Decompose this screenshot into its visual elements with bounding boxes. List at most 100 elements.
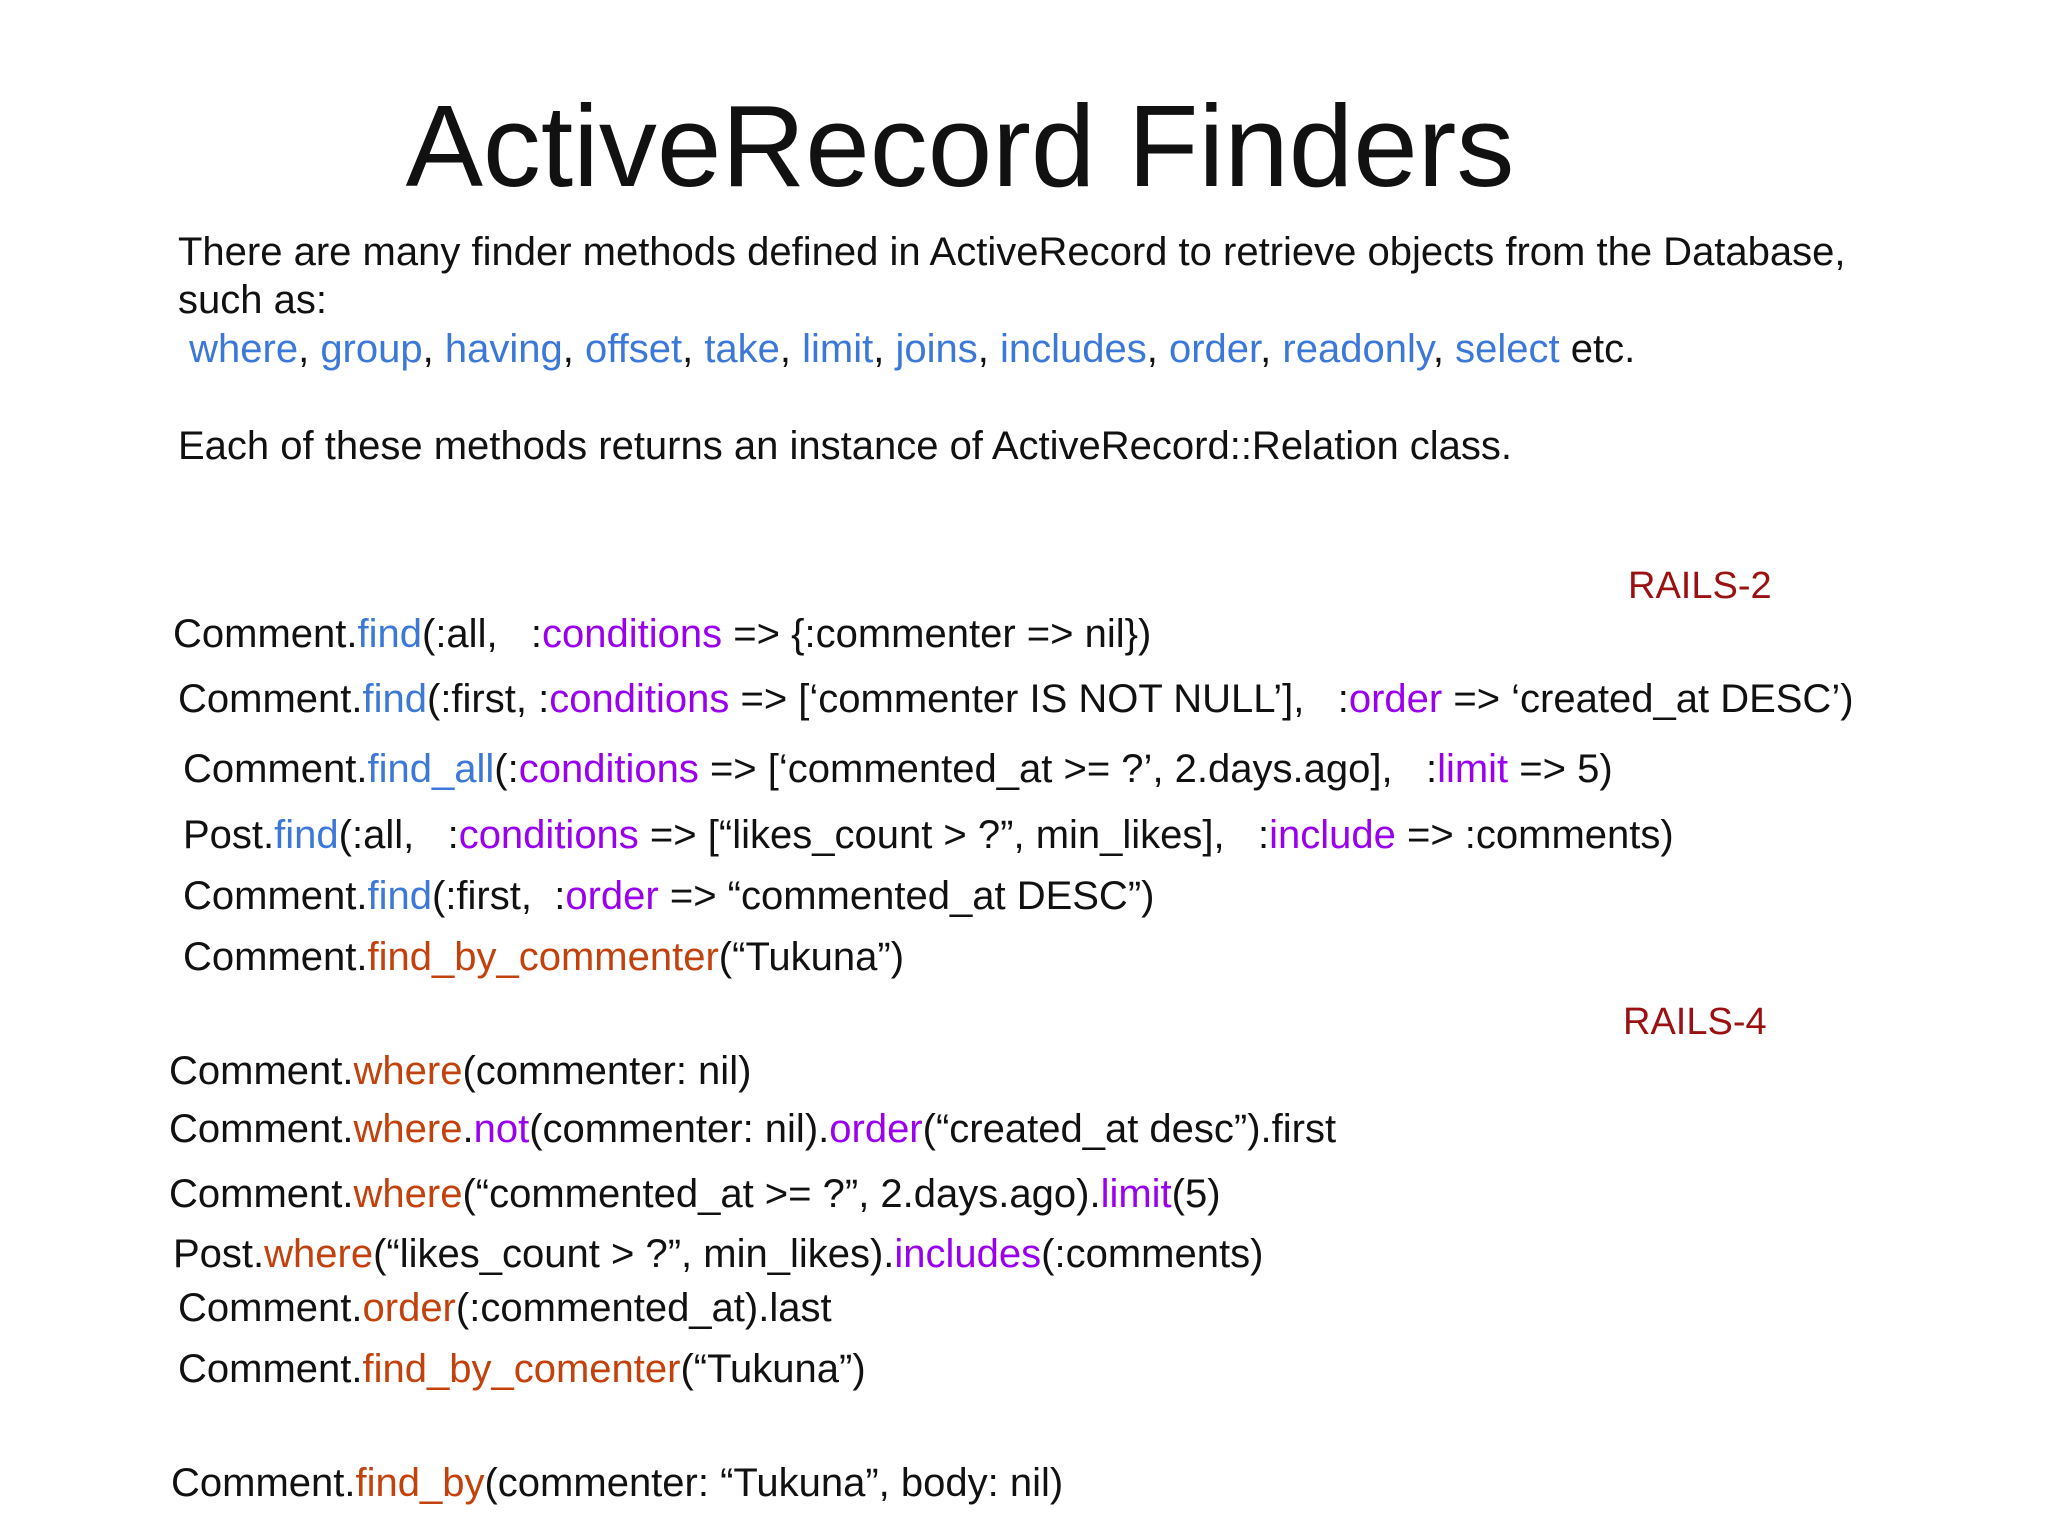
code-text: (:first, : xyxy=(432,874,566,918)
finder-method-list: where, group, having, offset, take, limi… xyxy=(178,325,1635,373)
code-text: (“Tukuna”) xyxy=(680,1347,866,1391)
code-keyword: order xyxy=(1168,327,1261,371)
intro-line-1: There are many finder methods defined in… xyxy=(178,230,1846,274)
rails4-code-line-2: Comment.where.not(commenter: nil).order(… xyxy=(169,1105,1336,1153)
code-keyword: take xyxy=(704,327,780,371)
code-text: , xyxy=(1146,327,1169,371)
code-keyword: where xyxy=(353,1107,463,1151)
code-text: Post. xyxy=(183,813,275,857)
code-text: etc. xyxy=(1559,327,1636,371)
code-keyword: find_by_commenter xyxy=(367,935,719,979)
rails4-code-line-7: Comment.find_by(commenter: “Tukuna”, bod… xyxy=(171,1459,1063,1507)
code-text: Comment. xyxy=(173,612,358,656)
code-text: Comment. xyxy=(169,1172,354,1216)
rails2-code-line-6: Comment.find_by_commenter(“Tukuna”) xyxy=(183,933,904,981)
code-keyword: conditions xyxy=(458,813,639,857)
code-keyword: joins xyxy=(895,327,978,371)
code-text: => [‘commenter IS NOT NULL’], : xyxy=(729,677,1349,721)
code-text: => :comments) xyxy=(1395,813,1674,857)
rails4-code-line-3: Comment.where(“commented_at >= ?”, 2.day… xyxy=(169,1170,1221,1218)
code-text: => “commented_at DESC”) xyxy=(658,874,1155,918)
code-text: (:commented_at).last xyxy=(455,1286,832,1330)
code-text: => [‘commented_at >= ?’, 2.days.ago], : xyxy=(698,747,1438,791)
code-text: => {:commenter => nil}) xyxy=(722,612,1152,656)
code-text: (: xyxy=(494,747,519,791)
code-text: (commenter: “Tukuna”, body: nil) xyxy=(484,1461,1064,1505)
code-keyword: select xyxy=(1455,327,1560,371)
code-text: , xyxy=(1432,327,1456,371)
intro-line-2: such as: xyxy=(178,278,327,322)
rails2-code-line-3: Comment.find_all(:conditions => [‘commen… xyxy=(183,745,1613,793)
code-keyword: conditions xyxy=(549,677,730,721)
code-text: (5) xyxy=(1171,1172,1221,1216)
code-keyword: find xyxy=(274,813,339,857)
code-text: (“commented_at >= ?”, 2.days.ago). xyxy=(462,1172,1101,1216)
code-text: , xyxy=(562,327,585,371)
code-text: , xyxy=(682,327,705,371)
code-keyword: include xyxy=(1269,813,1396,857)
code-text: Comment. xyxy=(183,935,368,979)
code-keyword: readonly xyxy=(1282,327,1433,371)
code-text: , xyxy=(779,327,803,371)
code-text: => [“likes_count > ?”, min_likes], : xyxy=(638,813,1270,857)
code-text: Comment. xyxy=(169,1049,354,1093)
code-keyword: order xyxy=(829,1107,923,1151)
code-keyword: find xyxy=(357,612,423,656)
code-keyword: limit xyxy=(1100,1172,1172,1216)
code-keyword: where xyxy=(264,1232,374,1276)
code-text: , xyxy=(422,327,445,371)
rails4-code-line-4: Post.where(“likes_count > ?”, min_likes)… xyxy=(173,1230,1263,1278)
code-keyword: find_all xyxy=(367,747,495,791)
code-text: . xyxy=(462,1107,474,1151)
code-keyword: not xyxy=(473,1107,530,1151)
code-keyword: where xyxy=(189,327,299,371)
code-text: , xyxy=(873,327,896,371)
code-text: Comment. xyxy=(178,1286,363,1330)
code-text: (commenter: nil). xyxy=(529,1107,830,1151)
code-text: Comment. xyxy=(178,1347,363,1391)
code-text: Comment. xyxy=(178,677,363,721)
code-text: (:comments) xyxy=(1041,1232,1264,1276)
code-keyword: find xyxy=(367,874,433,918)
code-keyword: order xyxy=(362,1286,456,1330)
code-keyword: find xyxy=(362,677,428,721)
code-text: => 5) xyxy=(1508,747,1613,791)
rails4-code-line-1: Comment.where(commenter: nil) xyxy=(169,1047,751,1095)
code-text: Comment. xyxy=(171,1461,356,1505)
rails2-code-line-1: Comment.find(:all, :conditions => {:comm… xyxy=(173,610,1151,658)
code-text: Comment. xyxy=(183,747,368,791)
rails-2-label: RAILS-2 xyxy=(1628,565,1772,607)
code-keyword: includes xyxy=(999,327,1147,371)
code-text xyxy=(178,327,189,371)
code-text: (:all, : xyxy=(422,612,543,656)
code-keyword: limit xyxy=(1437,747,1509,791)
code-keyword: find_by xyxy=(355,1461,485,1505)
code-text: , xyxy=(298,327,321,371)
code-keyword: order xyxy=(1348,677,1443,721)
code-text: (:first, : xyxy=(427,677,550,721)
slide-title: ActiveRecord Finders xyxy=(405,81,1515,211)
code-text: Comment. xyxy=(169,1107,354,1151)
code-text: (:all, : xyxy=(338,813,459,857)
code-keyword: find_by_comenter xyxy=(362,1347,681,1391)
code-keyword: having xyxy=(444,327,563,371)
code-keyword: where xyxy=(353,1049,463,1093)
code-text: => ‘created_at DESC’) xyxy=(1442,677,1854,721)
rails2-code-line-5: Comment.find(:first, :order => “commente… xyxy=(183,872,1154,920)
rails4-code-line-5: Comment.order(:commented_at).last xyxy=(178,1284,832,1332)
code-keyword: limit xyxy=(802,327,874,371)
code-text: (“likes_count > ?”, min_likes). xyxy=(373,1232,895,1276)
code-text: (“Tukuna”) xyxy=(718,935,905,979)
code-text: (commenter: nil) xyxy=(462,1049,752,1093)
rails4-code-line-6: Comment.find_by_comenter(“Tukuna”) xyxy=(178,1345,866,1393)
rails2-code-line-4: Post.find(:all, :conditions => [“likes_c… xyxy=(183,811,1674,859)
relation-note: Each of these methods returns an instanc… xyxy=(178,424,1513,468)
code-text: (“created_at desc”).first xyxy=(922,1107,1337,1151)
code-text: , xyxy=(1260,327,1283,371)
code-keyword: where xyxy=(353,1172,463,1216)
code-keyword: order xyxy=(565,874,659,918)
code-keyword: includes xyxy=(894,1232,1042,1276)
code-keyword: group xyxy=(320,327,423,371)
code-keyword: offset xyxy=(584,327,683,371)
rails2-code-line-2: Comment.find(:first, :conditions => [‘co… xyxy=(178,675,1854,723)
